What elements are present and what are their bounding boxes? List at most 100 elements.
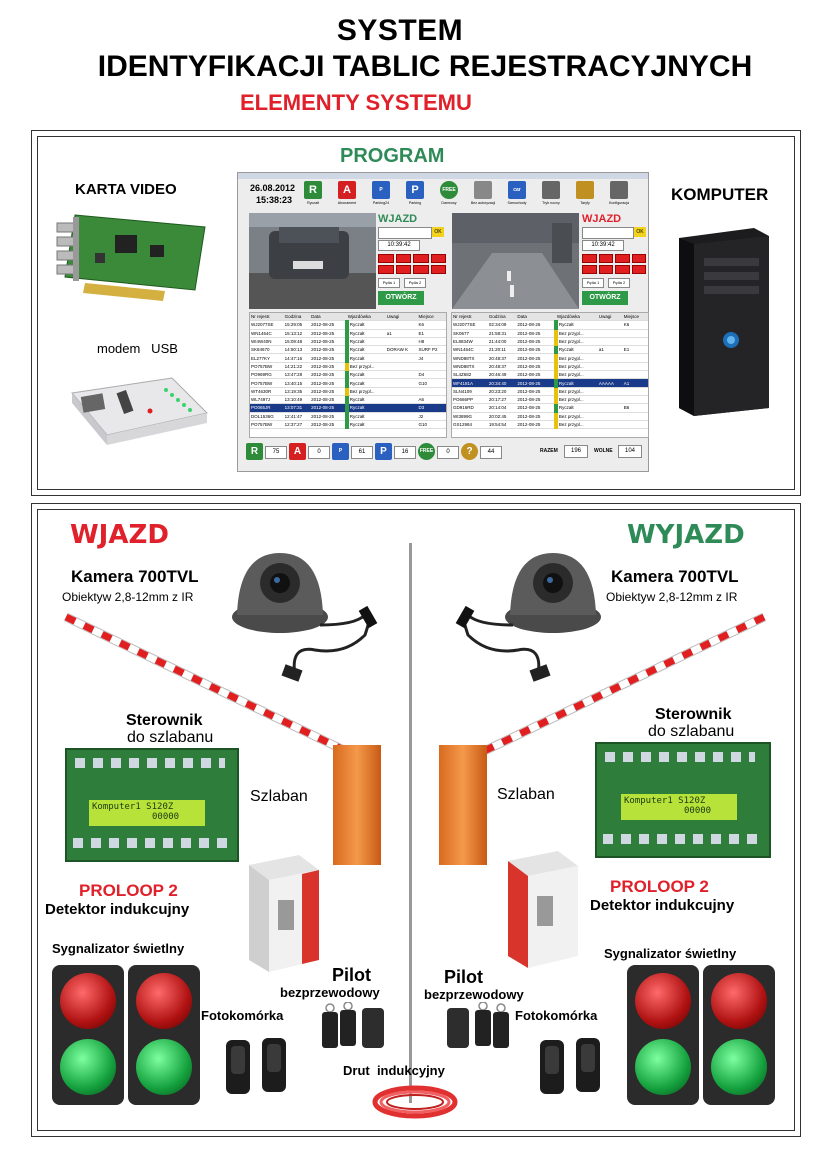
- table-cell: 2012-08-25: [310, 337, 347, 347]
- table-header-cell[interactable]: Godzina: [283, 313, 311, 322]
- table-header-cell[interactable]: Uwagi: [597, 313, 623, 322]
- table-header-cell[interactable]: Miejsce: [417, 313, 446, 322]
- table-cell: 20:48:37: [487, 362, 517, 372]
- lane-right-loop2-button[interactable]: Pętla 2: [608, 278, 630, 288]
- table-cell: 2012-08-25: [516, 362, 556, 372]
- table-cell: 13:19:35: [283, 387, 311, 396]
- lane-right-plate-field[interactable]: [582, 227, 634, 239]
- table-cell: [385, 378, 418, 388]
- table-cell: WJ2077SE: [250, 320, 284, 330]
- lane-left-loop1-button[interactable]: Pętla 1: [378, 278, 400, 288]
- table-cell: Ryczałt: [344, 378, 386, 388]
- table-cell: EL277KY: [250, 353, 284, 363]
- table-header-cell[interactable]: Uwagi: [385, 313, 418, 322]
- table-cell: 2012-08-25: [516, 329, 556, 338]
- lane-right-ok-button[interactable]: OK: [634, 227, 646, 237]
- lane-left-loop2-button[interactable]: Pętla 2: [404, 278, 426, 288]
- table-header-cell[interactable]: Wjazdówka: [346, 313, 386, 322]
- lane-right-open-button[interactable]: OTWÓRZ: [582, 291, 628, 305]
- table-header-cell[interactable]: Nr rejestr.: [250, 313, 284, 322]
- lane-left-ok-button[interactable]: OK: [432, 227, 444, 237]
- table-cell: [597, 320, 623, 330]
- table-cell: [622, 370, 648, 380]
- table-cell: [597, 362, 623, 372]
- table-header-cell[interactable]: Godzina: [487, 313, 517, 322]
- table-cell: SLN4109: [452, 387, 488, 396]
- barrier-post-right: [439, 745, 487, 865]
- toolbar-button-5[interactable]: Bez autoryzacji: [468, 181, 498, 211]
- lane-left-open-button[interactable]: OTWÓRZ: [378, 291, 424, 305]
- table-cell: 20:02:45: [487, 412, 517, 421]
- table-cell: [385, 395, 418, 405]
- table-cell: Bez przypl...: [344, 387, 386, 396]
- green-lamp: [136, 1039, 192, 1095]
- toolbar-button-9[interactable]: Konfiguracja: [604, 181, 634, 211]
- toolbar-button-7[interactable]: Tryb nocny: [536, 181, 566, 211]
- signal-label-left: Sygnalizator świetlny: [52, 941, 185, 956]
- table-header-cell[interactable]: Wjazdówka: [555, 313, 598, 322]
- table-cell: J4: [417, 353, 446, 363]
- toolbar-button-8[interactable]: Taryfy: [570, 181, 600, 211]
- barrier-label-right: Szlaban: [497, 786, 555, 803]
- table-cell: 20:17:27: [487, 395, 517, 405]
- table-header-cell[interactable]: Data: [310, 313, 347, 322]
- table-cell: Ryczałt: [344, 353, 386, 363]
- table-cell: 20:48:37: [487, 353, 517, 363]
- table-cell: 13:40:15: [283, 378, 311, 388]
- controller-board-left: Komputer1 S120Z 00000: [65, 748, 239, 862]
- table-cell: 2012-08-25: [516, 353, 556, 363]
- table-cell: 2012-08-25: [310, 353, 347, 363]
- table-cell: 2012-08-25: [310, 403, 347, 413]
- table-header-cell[interactable]: Nr rejestr.: [452, 313, 488, 322]
- table-header-cell[interactable]: Miejsce: [622, 313, 648, 322]
- lane-right-loop1-button[interactable]: Pętla 1: [582, 278, 604, 288]
- program-title: PROGRAM: [340, 145, 445, 167]
- table-cell: E1: [622, 345, 648, 355]
- detector-label-right: Detektor indukcujny: [590, 897, 735, 914]
- table-header-cell[interactable]: Data: [516, 313, 556, 322]
- bottom-panel-outer: [31, 503, 801, 1137]
- lane-left-time: 10:39:42: [378, 240, 420, 251]
- lane-left-plate-field[interactable]: [378, 227, 432, 239]
- table-cell: [597, 420, 623, 430]
- lane-left-title: WJAZD: [378, 213, 418, 225]
- table-cell: PO666PP: [452, 395, 488, 405]
- table-cell: Ryczałt: [344, 403, 386, 413]
- status-free-icon: FREE: [418, 443, 435, 460]
- table-cell: Bez przypl...: [553, 420, 598, 430]
- wjazd-title: WJAZD: [70, 520, 169, 550]
